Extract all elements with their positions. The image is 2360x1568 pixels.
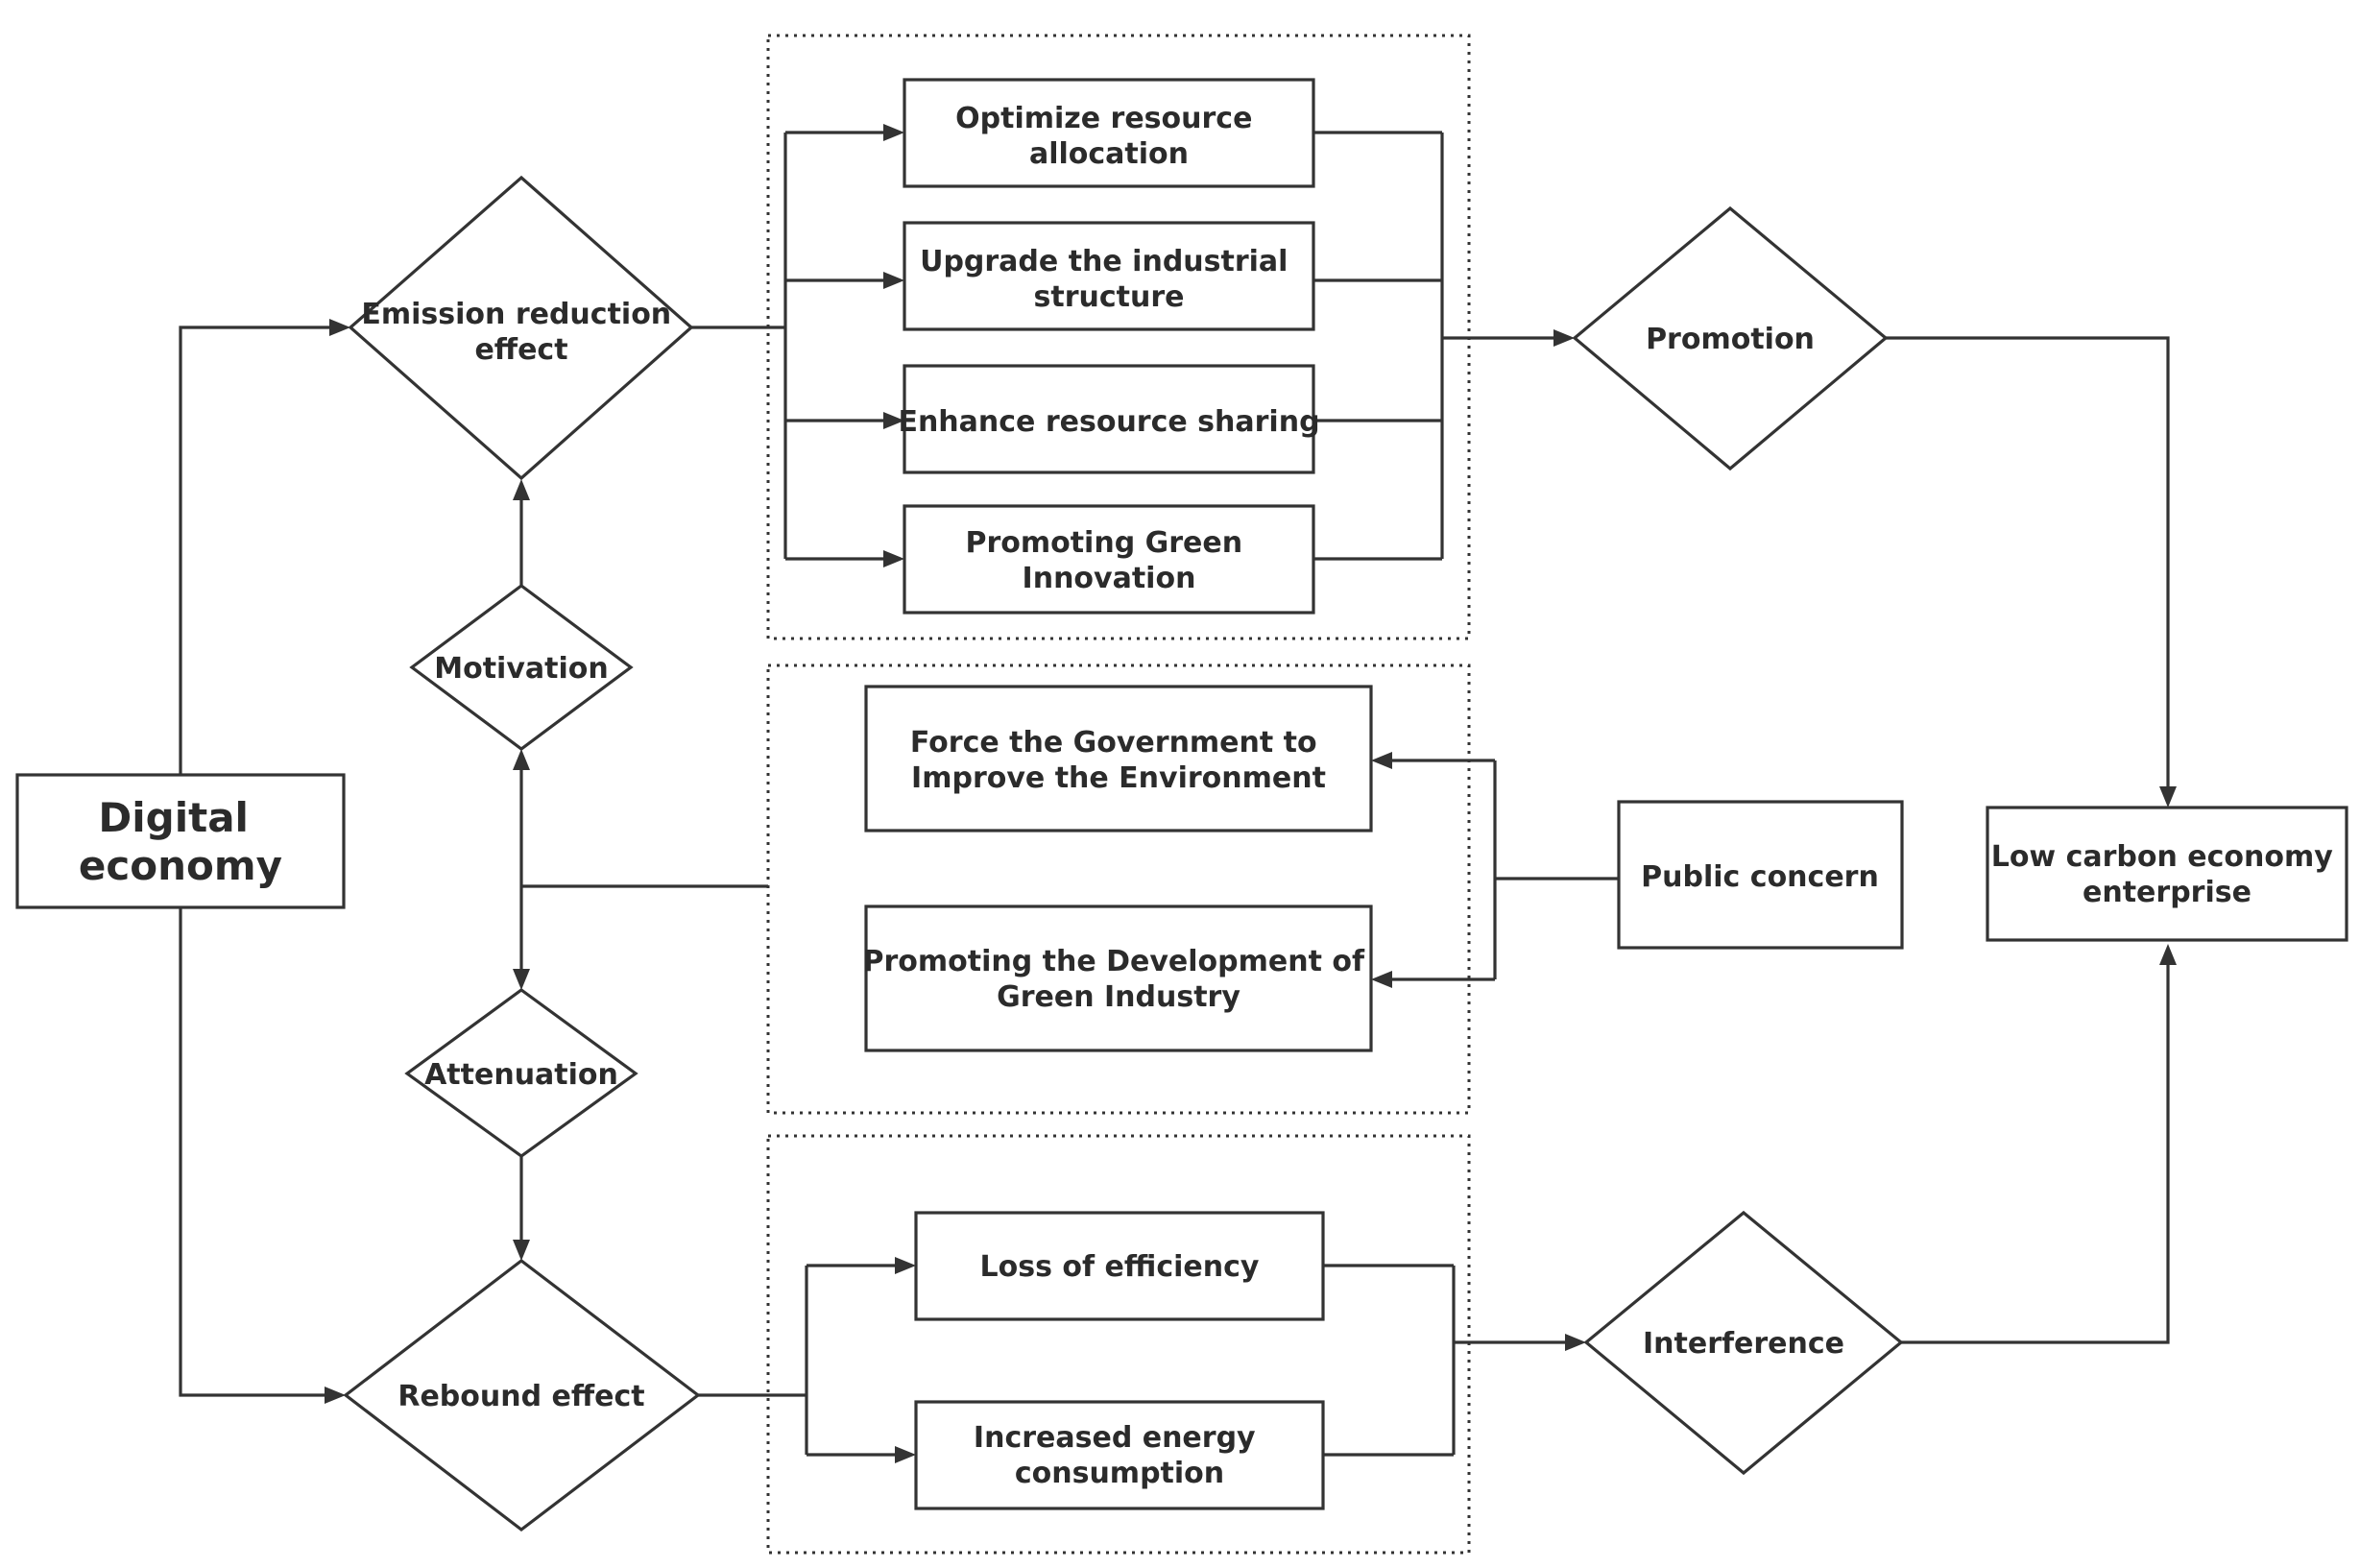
node-label: Digital economy [79,794,282,889]
node-public-concern: Public concern [1617,800,1904,950]
node-label: Enhance resource sharing [898,405,1319,439]
arrowhead [513,1240,530,1261]
connector-digital-to-rebound [179,907,326,1397]
node-promotion: Promotion [1572,205,1889,471]
node-motivation: Motivation [409,584,634,751]
node-label: Promoting Green Innovation [965,526,1252,595]
node-label: Force the Government to Improve the Envi… [910,726,1327,795]
node-increased-energy-consumption: Increased energy consumption [914,1400,1325,1510]
arrowhead [1371,752,1392,769]
node-upgrade-industrial-structure: Upgrade the industrial structure [903,221,1315,331]
arrowhead [2159,786,2177,808]
arrowhead [883,412,904,429]
arrowhead [513,749,530,770]
node-emission-reduction-effect: Emission reduction effect [348,175,694,481]
node-digital-economy: Digital economy [15,773,346,909]
node-label: Loss of efficiency [980,1250,1260,1284]
arrowhead [895,1446,916,1463]
node-label: Emission reduction effect [361,298,681,367]
rebound-mechanisms-group [766,1134,1471,1555]
arrowhead [329,319,350,336]
arrowhead [883,124,904,141]
node-label: Public concern [1641,860,1879,894]
node-force-government: Force the Government to Improve the Envi… [864,685,1373,832]
arrowhead [1565,1334,1586,1351]
node-label: Upgrade the industrial structure [920,245,1298,314]
node-label: Optimize resource allocation [955,102,1263,171]
connector-digital-to-emission [179,326,331,775]
arrowhead [513,479,530,500]
arrowhead [1371,971,1392,988]
node-attenuation: Attenuation [404,988,638,1158]
arrowhead [513,969,530,990]
node-label: Low carbon economy enterprise [1991,840,2344,909]
arrowhead [883,550,904,567]
connectors [179,124,2177,1463]
arrowhead [883,272,904,289]
connector-interference-to-enterprise [1901,964,2170,1344]
node-promoting-green-industry: Promoting the Development of Green Indus… [862,905,1374,1052]
node-rebound-effect: Rebound effect [343,1258,701,1532]
node-optimize-resource-allocation: Optimize resource allocation [903,78,1315,188]
node-label: Increased energy consumption [974,1421,1265,1490]
node-low-carbon-enterprise: Low carbon economy enterprise [1986,806,2348,942]
node-label: Promoting the Development of Green Indus… [862,945,1374,1014]
node-label: Motivation [434,652,608,686]
node-label: Rebound effect [397,1380,644,1413]
connector-promotion-to-enterprise [1886,336,2170,787]
public-concern-mechanisms-group [766,663,1471,1115]
node-interference: Interference [1583,1210,1904,1476]
node-label: Attenuation [424,1058,618,1092]
node-loss-of-efficiency: Loss of efficiency [914,1211,1325,1321]
node-label: Promotion [1646,323,1815,356]
arrowhead [895,1257,916,1274]
arrowhead [325,1387,346,1404]
node-label: Interference [1643,1327,1844,1361]
node-promoting-green-innovation: Promoting Green Innovation [903,504,1315,615]
arrowhead [2159,944,2177,965]
arrowhead [1553,329,1575,347]
node-enhance-resource-sharing: Enhance resource sharing [898,364,1320,474]
